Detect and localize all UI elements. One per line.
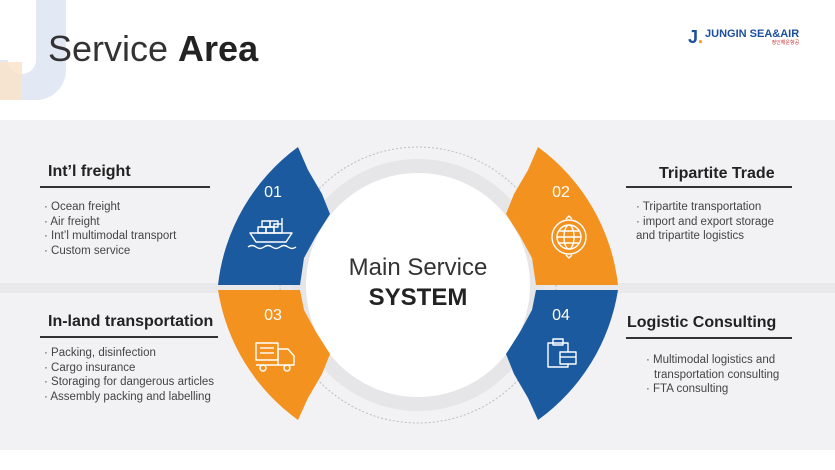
heading-rule-3	[40, 336, 218, 338]
list-item: transportation consulting	[654, 368, 780, 381]
segment-number-01: 01	[264, 184, 282, 201]
service-heading-tripartite-trade: Tripartite Trade	[659, 165, 775, 182]
service-list-tripartite-trade: · Tripartite transportation · import and …	[636, 200, 774, 244]
heading-rule-2	[626, 186, 792, 188]
list-item: · Assembly packing and labelling	[44, 390, 211, 403]
segment-03[interactable]	[218, 290, 330, 420]
segment-number-02: 02	[552, 184, 570, 201]
segment-number-04: 04	[552, 307, 570, 324]
list-item: · Custom service	[44, 244, 131, 257]
service-list-intl-freight: · Ocean freight · Air freight · Int’l mult…	[44, 200, 176, 258]
list-item: and tripartite logistics	[636, 230, 745, 242]
list-item: · Storaging for dangerous articles	[44, 376, 215, 388]
heading-rule-1	[40, 186, 210, 188]
list-item: · Cargo insurance	[44, 361, 136, 374]
list-item: · FTA consulting	[646, 383, 729, 395]
list-item: · Ocean freight	[44, 201, 121, 213]
list-item: · Multimodal logistics and	[646, 354, 776, 366]
logo-subtitle: 정인해운항공	[771, 40, 800, 46]
clipboard-icon	[547, 338, 577, 368]
company-logo: J. JUNGIN SEA&AIR 정인해운항공	[688, 28, 799, 47]
list-item: · Packing, disinfection	[44, 347, 156, 359]
list-item: · Int’l multimodal transport	[44, 230, 177, 242]
segment-number-03: 03	[264, 307, 282, 324]
service-heading-intl-freight: Int’l freight	[48, 163, 131, 180]
segment-02[interactable]	[506, 147, 618, 285]
center-label: Main Service SYSTEM	[318, 253, 518, 313]
heading-rule-4	[626, 337, 792, 339]
service-heading-inland-transportation: In-land transportation	[48, 313, 214, 330]
list-item: · import and export storage	[636, 215, 775, 228]
logo-suffix: SEA&AIR	[749, 28, 800, 40]
logo-mark-icon: J.	[688, 27, 704, 47]
segment-01[interactable]	[218, 147, 330, 285]
service-heading-logistic-consulting: Logistic Consulting	[627, 314, 777, 331]
service-list-inland-transportation: · Packing, disinfection · Cargo insurance…	[44, 346, 214, 404]
truck-icon	[255, 342, 295, 372]
ship-icon	[247, 218, 297, 250]
decorative-j-shape	[0, 0, 66, 100]
service-list-logistic-consulting: · Multimodal logistics and transportation…	[646, 353, 779, 397]
center-line-1: Main Service	[348, 254, 488, 281]
globe-icon	[551, 215, 587, 259]
page-title: Service Area	[48, 28, 259, 69]
center-line-2: SYSTEM	[368, 284, 468, 311]
list-item: · Air freight	[44, 215, 100, 228]
logo-brand: JUNGIN	[705, 28, 747, 40]
center-disc	[306, 173, 530, 397]
list-item: · Tripartite transportation	[636, 201, 762, 213]
